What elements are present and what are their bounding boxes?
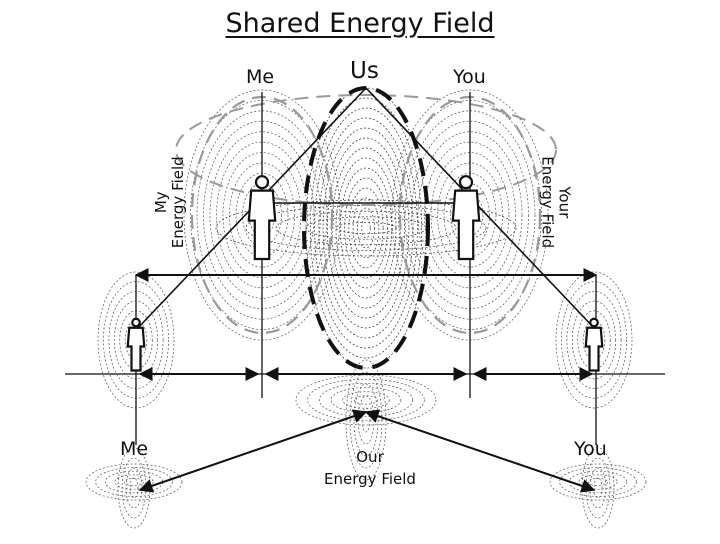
us-energy-field-ring	[345, 178, 388, 278]
our-field-horizontal	[296, 375, 436, 425]
left-small-figure	[128, 319, 145, 371]
left-small-figure-head	[132, 319, 140, 327]
you-bottom-field-horizontal-ring	[569, 471, 627, 493]
us-field-boundary	[304, 88, 428, 368]
our-field-horizontal-ring	[308, 379, 425, 421]
us-energy-field-ring	[306, 88, 426, 368]
me-bottom-field-horizontal-ring	[105, 471, 163, 493]
us-energy-field-ring	[332, 148, 401, 308]
our-energy-field-line1: Our	[310, 450, 430, 465]
us-triangle	[136, 88, 596, 330]
you-bottom-label: You	[574, 440, 607, 459]
our-field-vertical-ring	[362, 408, 370, 432]
shared-field-lobes	[176, 95, 556, 333]
you-bottom-field-horizontal	[550, 464, 646, 500]
me-bottom-field-vertical-ring	[126, 468, 142, 508]
us-energy-field-ring	[327, 138, 404, 318]
left-small-figure-body	[128, 328, 145, 371]
our-field-horizontal-ring	[354, 396, 377, 404]
our-field-horizontal-ring	[343, 392, 390, 409]
us-energy-field-ring	[340, 168, 391, 288]
us-energy-field	[306, 88, 426, 368]
me-bottom-field-horizontal-ring	[124, 478, 143, 485]
shared-field-lobe	[176, 95, 556, 205]
right-small-figure-head	[590, 319, 598, 327]
our-energy-field-line2: Energy Field	[310, 472, 430, 487]
my-energy-field-label: My Energy Field	[153, 142, 188, 262]
you-bottom-field-horizontal-ring	[588, 478, 607, 485]
me-bottom-label: Me	[120, 440, 148, 459]
us-energy-field-ring	[336, 158, 396, 298]
me-top-label: Me	[246, 68, 274, 87]
us-label: Us	[350, 60, 379, 83]
your-energy-field-line2: Energy Field	[538, 142, 555, 262]
our-field-horizontal-ring	[319, 383, 412, 416]
you-figure	[453, 176, 479, 259]
us-energy-field-ring	[310, 98, 421, 358]
me-bottom-field-horizontal	[86, 464, 182, 500]
you-bottom-field-horizontal-ring	[550, 464, 646, 500]
our-field-horizontal-ring	[331, 388, 401, 413]
me-figure-body	[249, 191, 275, 259]
us-energy-field-horizontal-ring	[246, 206, 486, 251]
my-energy-field-line1: My	[153, 142, 170, 262]
right-small-figure	[586, 319, 603, 371]
our-field-vertical-ring	[358, 396, 374, 444]
our-field-horizontal-ring	[296, 375, 436, 425]
me-bottom-field-horizontal-ring	[86, 464, 182, 500]
page-title: Shared Energy Field	[0, 10, 720, 37]
you-bottom-field-vertical-ring	[594, 478, 602, 498]
you-figure-head	[460, 176, 472, 188]
me-bottom-field-vertical-ring	[122, 458, 146, 518]
me-figure-head	[256, 176, 268, 188]
us-energy-field-ring	[357, 208, 374, 248]
you-bottom-field-vertical-ring	[590, 468, 606, 508]
you-figure-body	[453, 191, 479, 259]
right-small-figure-body	[586, 328, 603, 371]
your-energy-field-line1: Your	[555, 142, 572, 262]
you-top-label: You	[453, 68, 486, 87]
my-energy-field-line2: Energy Field	[170, 142, 187, 262]
me-bottom-field-vertical-ring	[130, 478, 138, 498]
us-energy-field-ring	[362, 218, 371, 238]
your-energy-field-label: Your Energy Field	[538, 142, 573, 262]
us-energy-field-ring	[315, 108, 418, 348]
us-energy-field-ring	[353, 198, 379, 258]
our-field-vertical-ring	[354, 384, 378, 456]
us-energy-field-horizontal-ring	[306, 217, 426, 239]
